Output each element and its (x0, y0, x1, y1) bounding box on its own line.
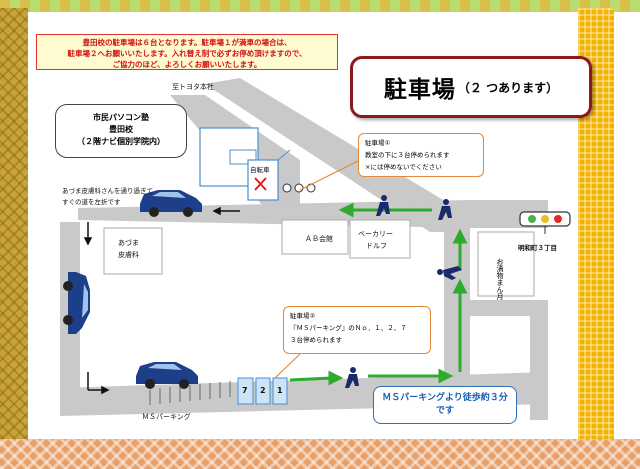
horizontal-road-main (78, 200, 470, 228)
azuma-note-line1: あづま皮膚科さんを通り過ぎて (62, 187, 153, 195)
page-title-box: 駐車場 （２ つあります） (350, 56, 592, 118)
left-border (0, 8, 28, 448)
bicycle-label: 自転車 (250, 166, 270, 174)
walking-person-icon (345, 367, 359, 388)
parking2-line: ３台停められます (290, 336, 342, 344)
diagonal-road-right (205, 78, 460, 232)
notice-line: ご協力のほど、よろしくお願いいたします。 (112, 60, 262, 69)
azuma-note-line2: すぐの道を左折です (62, 198, 121, 206)
parking-spot-circle (282, 183, 292, 193)
route-arrows-black (83, 206, 240, 395)
parking1-line: 教室の下に３台停められます (365, 151, 450, 159)
no-parking-x (254, 177, 267, 191)
parking2-callout: 駐車場② 『ＭＳパーキング』のＮｏ．１、２、７ ３台停められます (283, 306, 431, 354)
walking-time-box: ＭＳパーキングより徒歩約３分 です (373, 386, 517, 424)
bakery-building (349, 219, 411, 259)
parking-notice: 豊田校の駐車場は６台となります。駐車場１が満車の場合は、 駐車場２へお願いいたし… (36, 34, 338, 70)
parking-slot-1 (272, 377, 288, 405)
callout2-connector (274, 353, 301, 379)
slot-number: 1 (277, 386, 283, 395)
walk-line: です (435, 406, 454, 416)
slot-number: 2 (260, 386, 266, 395)
page-subtitle: （２ つあります） (457, 80, 559, 95)
ms-parking-slots (149, 381, 231, 405)
parking-slot-7 (237, 377, 254, 405)
shop-label: お漬物まん月 (496, 258, 504, 300)
parking2-line: 『ＭＳパーキング』のＮｏ．１、２、７ (290, 324, 407, 332)
top-border (0, 0, 640, 12)
right-border (578, 8, 614, 448)
hotel-label: ＡＢ会館 (305, 235, 333, 243)
walking-person-icon (438, 199, 452, 220)
azuma-building (103, 227, 163, 275)
shop-building (477, 231, 535, 297)
page-title: 駐車場 (383, 77, 456, 103)
traffic-light-icon (519, 211, 571, 234)
bakery-label: ドルフ (366, 242, 387, 250)
azuma-building-label: 皮膚科 (118, 251, 139, 259)
notice-line: 駐車場２へお願いいたします。入れ替え制で必ずお停め頂けますので、 (67, 49, 307, 58)
bottom-border (0, 439, 640, 469)
signal-label: 明和町３丁目 (518, 244, 557, 252)
parking-spot-circle (294, 183, 304, 193)
car-icon (140, 190, 202, 217)
walking-person-icon (437, 266, 462, 280)
route-arrows-green (289, 202, 468, 386)
parking2-title: 駐車場② (290, 312, 316, 320)
school-floor: （２階ナビ個別学院内） (77, 137, 165, 146)
callout1-connector (299, 159, 361, 191)
slot-number: 7 (242, 386, 248, 395)
bakery-label: ベーカリー (358, 230, 393, 238)
school-name: 市民パソコン塾 (93, 113, 149, 122)
car-icon (136, 362, 198, 389)
toyota-direction-label: 至トヨタ本社 (172, 83, 214, 91)
hotel-building (281, 219, 349, 255)
horizontal-road-middle (455, 300, 548, 316)
school-branch: 豊田校 (109, 125, 133, 134)
parking1-title: 駐車場① (365, 139, 391, 147)
parking-slot-2 (255, 377, 271, 405)
notice-line: 豊田校の駐車場は６台となります。駐車場１が満車の場合は、 (82, 38, 292, 47)
ms-parking-label: ＭＳパーキング (142, 413, 191, 421)
azuma-building-label: あづま (118, 239, 139, 247)
walk-line: ＭＳパーキングより徒歩約３分 (382, 393, 508, 403)
parking1-line: ×には停めないでください (365, 163, 442, 171)
walking-person-icon (376, 195, 390, 216)
parking1-callout: 駐車場① 教室の下に３台停められます ×には停めないでください (358, 133, 484, 177)
car-icon (63, 272, 90, 334)
school-label-box: 市民パソコン塾 豊田校 （２階ナビ個別学院内） (55, 104, 187, 158)
parking-spot-circle (306, 183, 316, 193)
